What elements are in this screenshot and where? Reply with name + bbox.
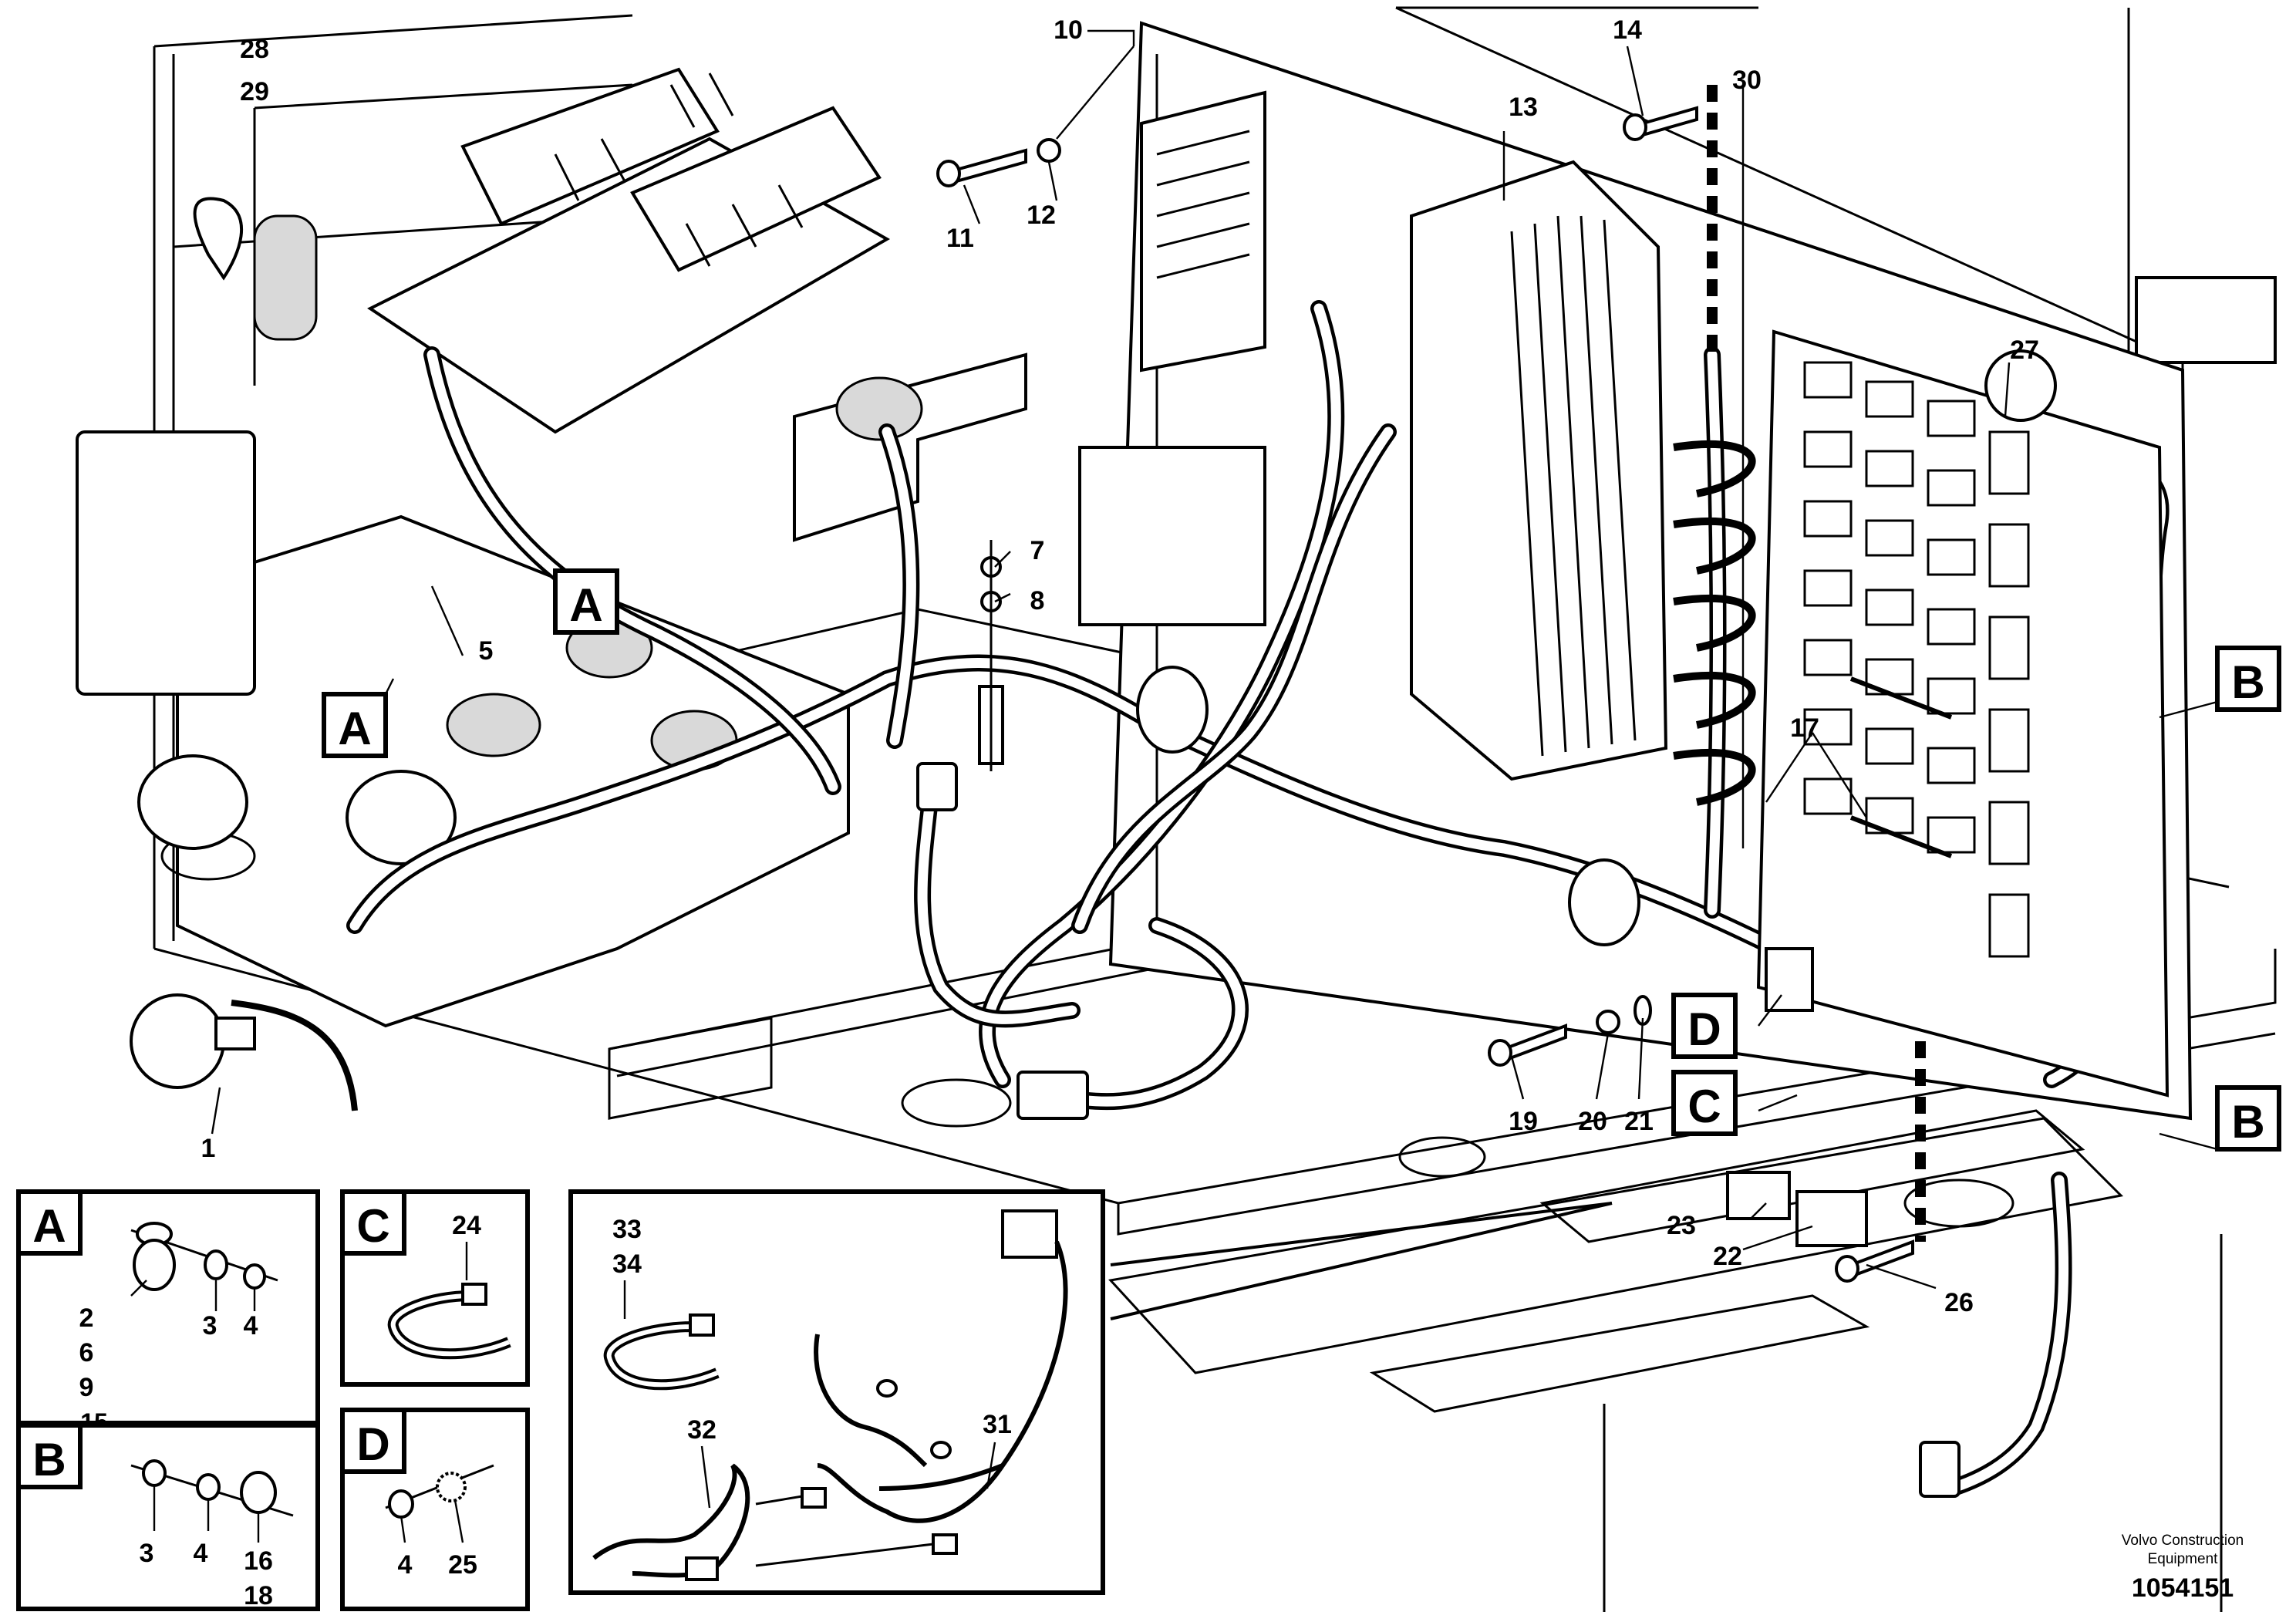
footer: Volvo Construction Equipment 1054151: [2122, 1533, 2244, 1603]
callout-27: 27: [2010, 336, 2039, 365]
callout-23: 23: [1667, 1211, 1696, 1240]
callout-labels: 28 29 10 14 30 13 11 12 27 7 8 5 17 1 19…: [201, 15, 2039, 1317]
detail-b: B 3 4 16 18: [16, 1423, 320, 1611]
ref-letter-b-1: B: [2231, 656, 2264, 708]
callout-26: 26: [1944, 1288, 1974, 1317]
callout-11: 11: [946, 224, 974, 253]
detail-b-label-18: 18: [244, 1581, 273, 1610]
detail-c: C 24: [340, 1189, 530, 1387]
detail-b-label-4: 4: [194, 1539, 208, 1568]
callout-30: 30: [1732, 66, 1762, 95]
ref-letter-c: C: [1687, 1081, 1721, 1132]
detail-a-label-9: 9: [79, 1373, 94, 1402]
callout-7: 7: [1030, 536, 1045, 565]
callout-20: 20: [1578, 1107, 1607, 1136]
detail-c-letter: C: [356, 1200, 389, 1252]
kit-label-31: 31: [983, 1410, 1012, 1439]
ref-letter-a-1: A: [569, 579, 602, 631]
detail-a-label-4: 4: [244, 1311, 258, 1340]
detail-b-label-16: 16: [244, 1546, 273, 1576]
kit-label-34: 34: [612, 1249, 642, 1279]
ref-letter-b-2: B: [2231, 1096, 2264, 1148]
callout-8: 8: [1030, 586, 1045, 615]
detail-d-letter: D: [356, 1418, 389, 1470]
callout-17: 17: [1790, 713, 1819, 743]
detail-c-label-24: 24: [452, 1211, 481, 1240]
callout-13: 13: [1509, 93, 1538, 122]
ref-letter-d: D: [1687, 1003, 1721, 1055]
callout-19: 19: [1509, 1107, 1538, 1136]
ref-letter-a-2: A: [338, 703, 371, 754]
callout-12: 12: [1027, 201, 1056, 230]
detail-a-letter: A: [32, 1200, 66, 1252]
footer-company-line2: Equipment: [2148, 1551, 2219, 1567]
callout-22: 22: [1713, 1242, 1742, 1271]
detail-b-letter: B: [32, 1434, 66, 1485]
callout-10: 10: [1054, 15, 1083, 45]
detail-d-label-4: 4: [398, 1550, 413, 1580]
footer-drawing-number: 1054151: [2132, 1573, 2234, 1603]
detail-a-label-2: 2: [79, 1303, 94, 1333]
detail-a-label-6: 6: [79, 1338, 94, 1367]
detail-a-label-3: 3: [203, 1311, 217, 1340]
footer-company-line1: Volvo Construction: [2122, 1533, 2244, 1549]
kit-label-33: 33: [612, 1215, 642, 1244]
callout-14: 14: [1613, 15, 1642, 45]
detail-b-label-3: 3: [140, 1539, 154, 1568]
detail-kit: 33 34 32 31: [568, 1189, 1105, 1595]
detail-references: A A B B D C: [322, 568, 2281, 1320]
components: [130, 85, 2170, 1498]
detail-a: A 2 6 9 15 3 4: [16, 1189, 320, 1436]
detail-d-label-25: 25: [448, 1550, 477, 1580]
callout-1: 1: [201, 1134, 216, 1163]
callout-21: 21: [1624, 1107, 1654, 1136]
callout-28: 28: [240, 35, 269, 64]
kit-label-32: 32: [687, 1415, 716, 1445]
callout-29: 29: [240, 77, 269, 106]
callout-5: 5: [479, 636, 494, 666]
switch-panel: [76, 67, 923, 865]
detail-d: D 4 25: [340, 1408, 530, 1611]
